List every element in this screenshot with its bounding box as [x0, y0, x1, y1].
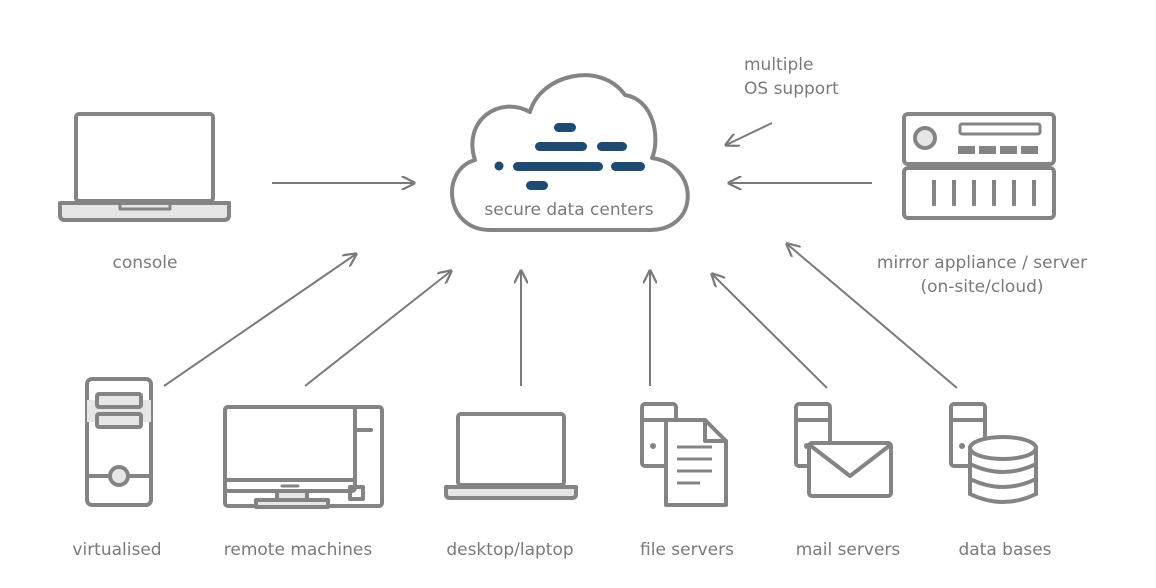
arrow-virtualised [163, 254, 356, 387]
source-label-virtualised: virtualised [72, 540, 161, 560]
console-label: console [113, 253, 178, 273]
os-note-line1: multiple [744, 55, 813, 75]
arrows [163, 122, 958, 389]
file-server-icon [640, 402, 728, 507]
source-label-remote: remote machines [224, 540, 373, 560]
mirror-label-line2: (on-site/cloud) [920, 277, 1043, 297]
arrow-database [787, 244, 958, 389]
desktop-computer-icon [223, 405, 384, 509]
mirror-label-line1: mirror appliance / server [877, 253, 1087, 273]
source-label-mail: mail servers [796, 540, 901, 560]
cloud-icon [450, 73, 690, 232]
laptop-icon [58, 112, 231, 222]
center-label: secure data centers [484, 200, 653, 220]
os-note-line2: OS support [744, 79, 839, 99]
mail-server-icon [794, 402, 893, 498]
tower-pc-icon [85, 377, 153, 507]
server-rack-icon [902, 112, 1056, 220]
arrow-mail [712, 274, 828, 389]
arrow-os-support [726, 122, 773, 145]
source-label-desktop: desktop/laptop [446, 540, 573, 560]
source-label-file: file servers [640, 540, 734, 560]
database-server-icon [949, 402, 1038, 504]
arrow-remote [304, 271, 451, 387]
laptop-icon [444, 412, 578, 500]
source-label-database: data bases [958, 540, 1051, 560]
